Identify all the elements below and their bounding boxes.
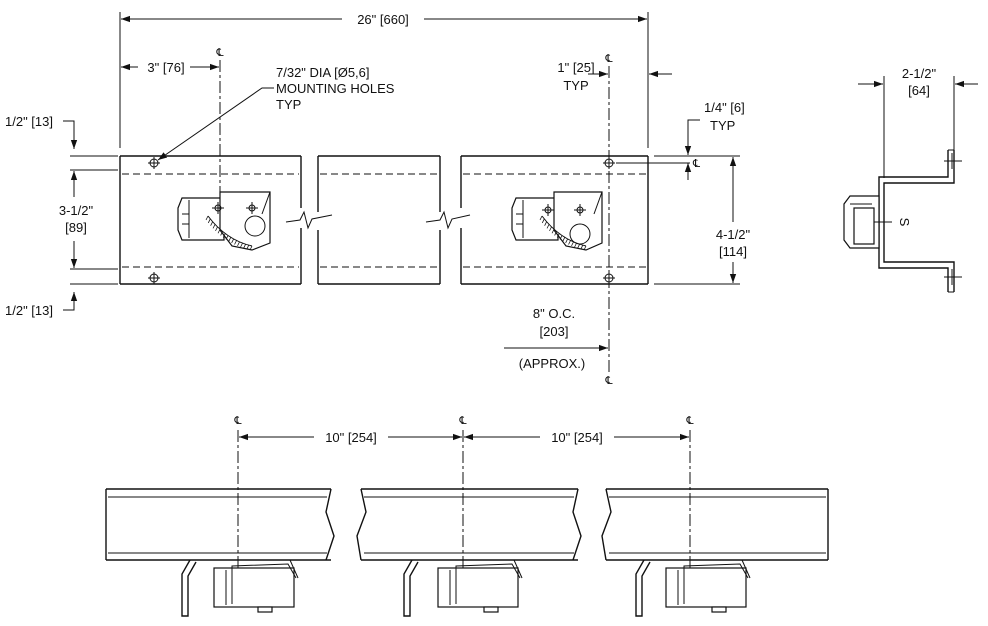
end-offset-line1: 1" [25] bbox=[557, 60, 594, 75]
centerline-symbol: ℄ bbox=[604, 375, 612, 387]
edge-offset-line2: TYP bbox=[710, 118, 735, 133]
shelf-bracket-top bbox=[635, 559, 751, 617]
overall-height-line2: [114] bbox=[719, 244, 747, 259]
side-depth-line2: [64] bbox=[908, 83, 930, 98]
spacing-oc-line1: 8" O.C. bbox=[533, 306, 575, 321]
edge-offset-line1: 1/4" [6] bbox=[704, 100, 745, 115]
bottom-margin-label: 1/2" [13] bbox=[5, 303, 53, 318]
centerline-symbol: ℄ bbox=[692, 158, 700, 170]
side-mark-label: S bbox=[897, 218, 912, 227]
hole-note-line2: MOUNTING HOLES bbox=[276, 81, 395, 96]
centerline-symbol: ℄ bbox=[604, 53, 612, 65]
top-view: ℄ ℄ ℄ 10" [254] 10" [254] bbox=[105, 415, 829, 617]
centerline-symbol: ℄ bbox=[458, 415, 466, 427]
first-hole-offset-label: 3" [76] bbox=[147, 60, 184, 75]
centerline-symbol: ℄ bbox=[233, 415, 241, 427]
front-view: 26" [660] 3" [76] ℄ 7/32" DIA [Ø5,6] MOU… bbox=[5, 12, 751, 387]
hole-note-line3: TYP bbox=[276, 97, 301, 112]
spacing-oc-line2: [203] bbox=[540, 324, 569, 339]
hole-note-line1: 7/32" DIA [Ø5,6] bbox=[276, 65, 370, 80]
shelf-bracket-top bbox=[403, 559, 523, 617]
top-margin-label: 1/2" [13] bbox=[5, 114, 53, 129]
bracket-pitch-1-label: 10" [254] bbox=[325, 430, 377, 445]
bracket-pitch-2-label: 10" [254] bbox=[551, 430, 603, 445]
spacing-oc-line3: (APPROX.) bbox=[519, 356, 585, 371]
hole-spacing-line2: [89] bbox=[65, 220, 87, 235]
side-view: 2-1/2" [64] S bbox=[843, 66, 978, 293]
mounting-hole bbox=[148, 157, 160, 169]
centerline-symbol: ℄ bbox=[685, 415, 693, 427]
mounting-hole bbox=[148, 272, 160, 284]
side-depth-line1: 2-1/2" bbox=[902, 66, 937, 81]
shelf-bracket-front bbox=[511, 191, 603, 251]
overall-length-label: 26" [660] bbox=[357, 12, 409, 27]
centerline-symbol: ℄ bbox=[215, 47, 223, 59]
shelf-bracket-front bbox=[177, 191, 271, 251]
end-offset-line2: TYP bbox=[563, 78, 588, 93]
overall-height-line1: 4-1/2" bbox=[716, 227, 751, 242]
shelf-bracket-top bbox=[181, 559, 299, 617]
hole-spacing-line1: 3-1/2" bbox=[59, 203, 94, 218]
